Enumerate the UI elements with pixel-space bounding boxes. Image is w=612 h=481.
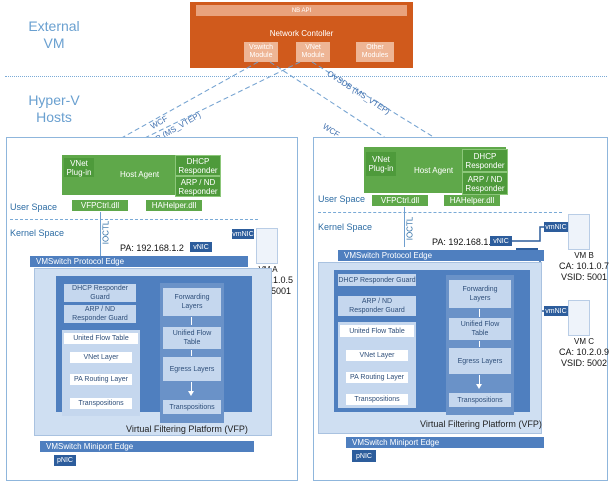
right-miniport-edge: VMSwitch Miniport Edge xyxy=(346,437,544,448)
vm-c-vsid: VSID: 5002 xyxy=(560,358,608,368)
left-arp-guard: ARP / ND Responder Guard xyxy=(64,305,136,323)
right-user-space-label: User Space xyxy=(318,194,366,204)
left-vnet-plugin: VNet Plug-in xyxy=(64,158,94,177)
vm-b-name: VM B xyxy=(574,251,594,260)
left-pa-routing: PA Routing Layer xyxy=(70,374,132,385)
left-miniport-edge: VMSwitch Miniport Edge xyxy=(40,441,254,452)
right-fwd-arrow-3 xyxy=(479,375,480,385)
hyperv-hosts-title: Hyper-V Hosts xyxy=(28,92,80,125)
right-vnet-plugin: VNet Plug-in xyxy=(366,152,396,176)
right-egress: Egress Layers xyxy=(449,348,511,374)
vm-c-ca: CA: 10.2.0.9 xyxy=(558,347,610,357)
right-vnet-layer: VNet Layer xyxy=(346,350,408,361)
left-hahelper: HAHelper.dll xyxy=(146,200,202,211)
vm-a-icon xyxy=(256,228,278,264)
vswitch-module: Vswitch Module xyxy=(244,42,278,62)
right-vmnic-2[interactable]: vmNIC xyxy=(544,306,568,316)
right-protocol-edge: VMSwitch Protocol Edge xyxy=(338,250,544,261)
left-vnet-layer: VNet Layer xyxy=(70,352,132,363)
right-arp-guard: ARP / ND Responder Guard xyxy=(338,296,416,316)
right-pa-address: PA: 192.168.1.3 xyxy=(432,237,496,247)
right-vnic-1[interactable]: vNIC xyxy=(490,236,512,246)
left-uft-right: Unified Flow Table xyxy=(163,327,221,349)
right-ioctl-line xyxy=(404,207,405,247)
vm-b-icon xyxy=(568,214,590,250)
right-host-agent-label: Host Agent xyxy=(414,166,454,175)
left-vnic[interactable]: vNIC xyxy=(190,242,212,252)
right-forwarding: Forwarding Layers xyxy=(449,280,511,308)
right-vfp-label: Virtual Filtering Platform (VFP) xyxy=(420,419,542,429)
right-hahelper: HAHelper.dll xyxy=(444,195,500,206)
left-dhcp-responder: DHCP Responder xyxy=(175,155,221,176)
left-uft: United Flow Table xyxy=(64,333,138,344)
right-fwd-arrow-2 xyxy=(479,341,480,347)
vm-c-info: VM C CA: 10.2.0.9 VSID: 5002 xyxy=(556,336,612,369)
vnet-module: VNet Module xyxy=(296,42,330,62)
right-transpositions-small: Transpositions xyxy=(346,394,408,405)
right-vmnic-1[interactable]: vmNIC xyxy=(544,222,568,232)
right-dhcp-guard: DHCP Responder Guard xyxy=(338,274,416,286)
controller-title: Network Contoller xyxy=(269,29,334,38)
vm-b-ca: CA: 10.1.0.7 xyxy=(558,261,610,271)
right-uft: United Flow Table xyxy=(340,325,414,337)
left-fwd-arrow-2 xyxy=(191,350,192,356)
left-user-kernel-separator xyxy=(10,219,258,220)
left-pnic[interactable]: pNIC xyxy=(54,455,76,466)
left-transpositions: Transpositions xyxy=(163,400,221,414)
left-fwd-arrowhead xyxy=(188,391,194,396)
vm-c-icon xyxy=(568,300,590,336)
right-user-kernel-separator xyxy=(318,212,562,213)
left-egress: Egress Layers xyxy=(163,357,221,381)
vm-b-vsid: VSID: 5001 xyxy=(560,272,608,282)
left-user-space-label: User Space xyxy=(10,202,58,212)
left-fwd-arrow-3 xyxy=(191,382,192,392)
left-ioctl-line xyxy=(100,212,101,256)
left-host-agent-label: Host Agent xyxy=(120,170,160,179)
left-forwarding: Forwarding Layers xyxy=(163,288,221,316)
network-controller: NB API Network Contoller Vswitch Module … xyxy=(190,2,413,68)
right-arp-responder: ARP / ND Responder xyxy=(462,172,508,195)
left-vfpctrl: VFPCtrl.dll xyxy=(72,200,128,211)
region-separator xyxy=(5,76,607,77)
right-kernel-space-label: Kernel Space xyxy=(318,222,373,232)
left-kernel-space-label: Kernel Space xyxy=(10,228,65,238)
right-fwd-arrowhead xyxy=(476,384,482,389)
external-vm-title: External VM xyxy=(28,18,80,51)
left-fwd-arrow-1 xyxy=(191,317,192,325)
right-pnic[interactable]: pNIC xyxy=(352,450,376,462)
left-vmnic[interactable]: vmNIC xyxy=(232,229,254,239)
left-vfp-label: Virtual Filtering Platform (VFP) xyxy=(126,424,248,434)
right-uft-right: Unified Flow Table xyxy=(449,318,511,340)
left-transpositions-small: Transpositions xyxy=(70,398,132,409)
left-protocol-edge: VMSwitch Protocol Edge xyxy=(30,256,248,267)
left-dhcp-guard: DHCP Responder Guard xyxy=(64,284,136,302)
right-transpositions: Transpositions xyxy=(449,393,511,407)
left-pa-address: PA: 192.168.1.2 xyxy=(120,243,184,253)
left-arp-responder: ARP / ND Responder xyxy=(175,176,221,197)
right-fwd-arrow-1 xyxy=(479,309,480,317)
nb-api-bar: NB API xyxy=(196,5,407,16)
right-dhcp-responder: DHCP Responder xyxy=(462,149,508,172)
vm-b-info: VM B CA: 10.1.0.7 VSID: 5001 xyxy=(556,250,612,283)
right-vfpctrl: VFPCtrl.dll xyxy=(372,195,428,206)
other-modules: Other Modules xyxy=(356,42,394,62)
right-pa-routing: PA Routing Layer xyxy=(346,372,408,383)
vm-c-name: VM C xyxy=(574,337,594,346)
